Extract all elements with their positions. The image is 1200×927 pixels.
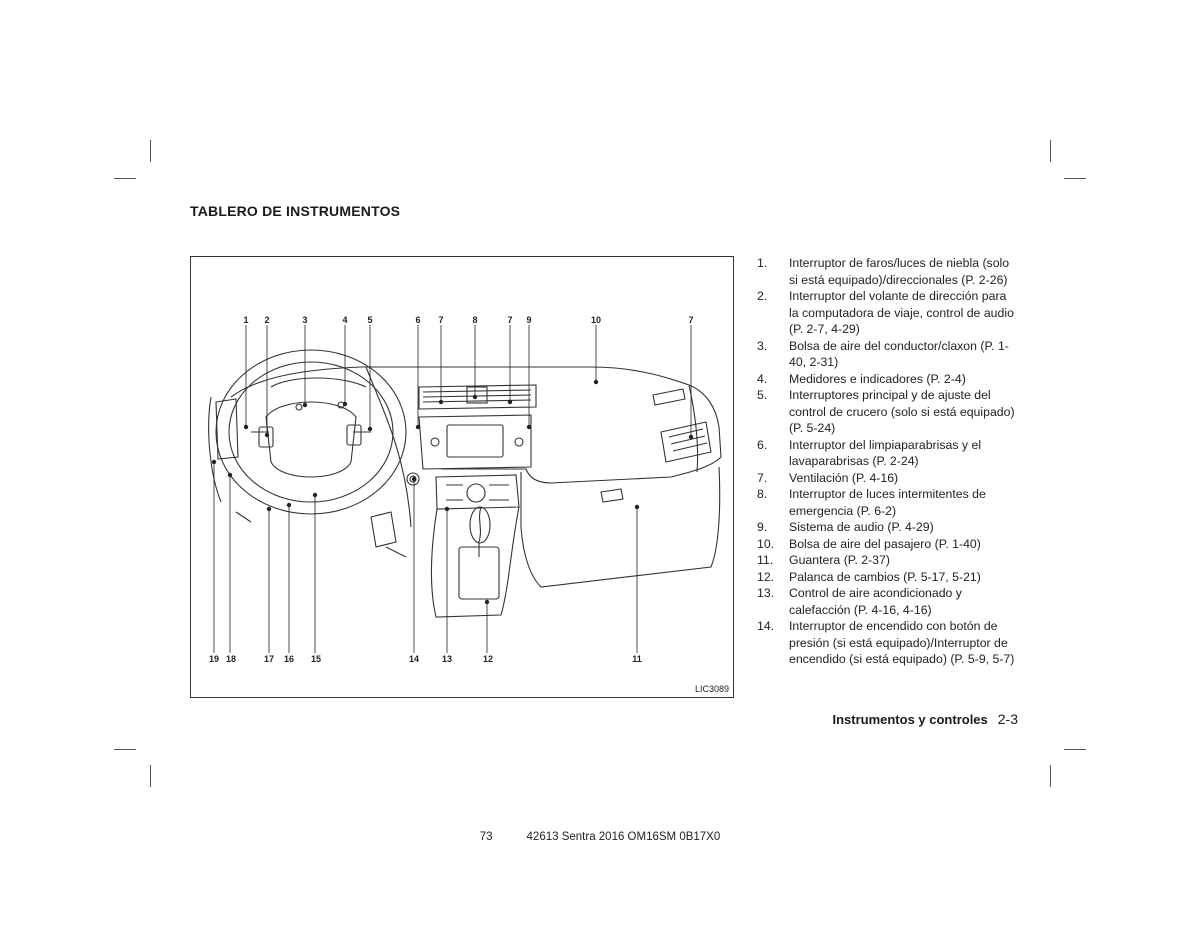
callout-label: 13 xyxy=(442,654,452,664)
legend-number: 1. xyxy=(757,256,768,270)
legend-item: 4. Medidores e indicadores (P. 2-4) xyxy=(757,371,1017,388)
instrument-panel-figure: 1 2 3 4 5 6 7 8 7 9 10 7 19 18 17 16 15 … xyxy=(190,256,734,698)
crop-mark xyxy=(1064,178,1086,179)
section-page: 2-3 xyxy=(997,711,1018,727)
legend-text: Sistema de audio (P. 4-29) xyxy=(789,520,934,534)
legend-text: Control de aire acondicionado y calefacc… xyxy=(789,586,962,617)
crop-mark xyxy=(114,749,136,750)
document-id: 42613 Sentra 2016 OM16SM 0B17X0 xyxy=(526,831,721,843)
legend-number: 3. xyxy=(757,338,768,353)
legend-text: Interruptor del limpiaparabrisas y el la… xyxy=(789,437,982,469)
legend-text: Ventilación (P. 4-16) xyxy=(789,470,899,485)
legend-item: 10. Bolsa de aire del pasajero (P. 1-40) xyxy=(757,536,1017,553)
callout-label: 11 xyxy=(632,654,642,664)
callouts-top: 1 2 3 4 5 6 7 8 7 9 10 7 xyxy=(243,315,693,325)
legend-text: Guantera (P. 2-37) xyxy=(789,553,890,567)
legend-item: 9. Sistema de audio (P. 4-29) xyxy=(757,519,1017,536)
legend-text: Interruptores principal y de ajuste del … xyxy=(789,388,1015,435)
section-title: TABLERO DE INSTRUMENTOS xyxy=(190,203,401,219)
callout-label: 3 xyxy=(302,315,307,325)
legend-item: 3. Bolsa de aire del conductor/claxon (P.… xyxy=(757,338,1017,371)
callouts-bottom: 19 18 17 16 15 14 13 12 11 xyxy=(209,654,642,664)
legend-text: Bolsa de aire del conductor/claxon (P. 1… xyxy=(789,338,1009,370)
callout-label: 6 xyxy=(415,315,420,325)
crop-mark xyxy=(1064,749,1086,750)
legend-list: 1. Interruptor de faros/luces de niebla (… xyxy=(757,255,1017,668)
callout-label: 16 xyxy=(284,654,294,664)
legend-text: Bolsa de aire del pasajero (P. 1-40) xyxy=(789,536,981,551)
callout-label: 14 xyxy=(409,654,419,664)
section-name: Instrumentos y controles xyxy=(832,712,988,727)
crop-mark xyxy=(1050,140,1051,162)
callout-label: 12 xyxy=(483,654,493,664)
crop-mark xyxy=(150,765,151,787)
legend-item: 14. Interruptor de encendido con botón de… xyxy=(757,618,1017,668)
legend-item: 8. Interruptor de luces intermitentes de … xyxy=(757,486,1017,519)
crop-mark xyxy=(1050,765,1051,787)
legend-number: 9. xyxy=(757,520,768,534)
legend-number: 7. xyxy=(757,470,768,485)
legend-text: Medidores e indicadores (P. 2-4) xyxy=(789,371,966,386)
print-info: 73 42613 Sentra 2016 OM16SM 0B17X0 xyxy=(0,831,1200,843)
legend-number: 14. xyxy=(757,619,775,633)
legend-item: 2. Interruptor del volante de dirección p… xyxy=(757,288,1017,338)
legend-item: 5. Interruptores principal y de ajuste de… xyxy=(757,387,1017,437)
dashboard-illustration: 1 2 3 4 5 6 7 8 7 9 10 7 19 18 17 16 15 … xyxy=(208,315,722,664)
legend-number: 12. xyxy=(757,569,775,584)
callout-label: 7 xyxy=(688,315,693,325)
legend-item: 11. Guantera (P. 2-37) xyxy=(757,552,1017,569)
legend-number: 4. xyxy=(757,371,768,386)
callout-label: 1 xyxy=(243,315,248,325)
callout-label: 17 xyxy=(264,654,274,664)
legend-item: 6. Interruptor del limpiaparabrisas y el … xyxy=(757,437,1017,470)
running-footer: Instrumentos y controles 2-3 xyxy=(832,711,1018,727)
legend-text: Interruptor del volante de dirección par… xyxy=(789,289,1014,336)
legend-number: 6. xyxy=(757,437,768,452)
callout-label: 18 xyxy=(226,654,236,664)
legend-number: 2. xyxy=(757,289,768,303)
callout-label: 4 xyxy=(342,315,347,325)
figure-code: LIC3089 xyxy=(694,684,729,694)
callout-label: 9 xyxy=(526,315,531,325)
legend-number: 8. xyxy=(757,487,768,501)
callout-label: 10 xyxy=(591,315,601,325)
callout-label: 7 xyxy=(507,315,512,325)
legend-number: 10. xyxy=(757,536,775,551)
callout-label: 7 xyxy=(438,315,443,325)
legend-text: Palanca de cambios (P. 5-17, 5-21) xyxy=(789,569,981,584)
callout-label: 8 xyxy=(472,315,477,325)
legend-text: Interruptor de faros/luces de niebla (so… xyxy=(789,256,1010,287)
crop-mark xyxy=(114,178,136,179)
callout-label: 19 xyxy=(209,654,219,664)
legend-text: Interruptor de encendido con botón de pr… xyxy=(789,619,1015,666)
callout-label: 5 xyxy=(367,315,372,325)
page-number: 73 xyxy=(479,831,493,843)
legend-number: 5. xyxy=(757,388,768,402)
legend-text: Interruptor de luces intermitentes de em… xyxy=(789,487,986,518)
legend-number: 11. xyxy=(757,553,774,567)
crop-mark xyxy=(150,140,151,162)
legend-item: 12. Palanca de cambios (P. 5-17, 5-21) xyxy=(757,569,1017,586)
legend-item: 13. Control de aire acondicionado y calef… xyxy=(757,585,1017,618)
callout-label: 15 xyxy=(311,654,321,664)
legend-number: 13. xyxy=(757,586,775,600)
legend-item: 1. Interruptor de faros/luces de niebla (… xyxy=(757,255,1017,288)
legend-item: 7. Ventilación (P. 4-16) xyxy=(757,470,1017,487)
callout-label: 2 xyxy=(264,315,269,325)
